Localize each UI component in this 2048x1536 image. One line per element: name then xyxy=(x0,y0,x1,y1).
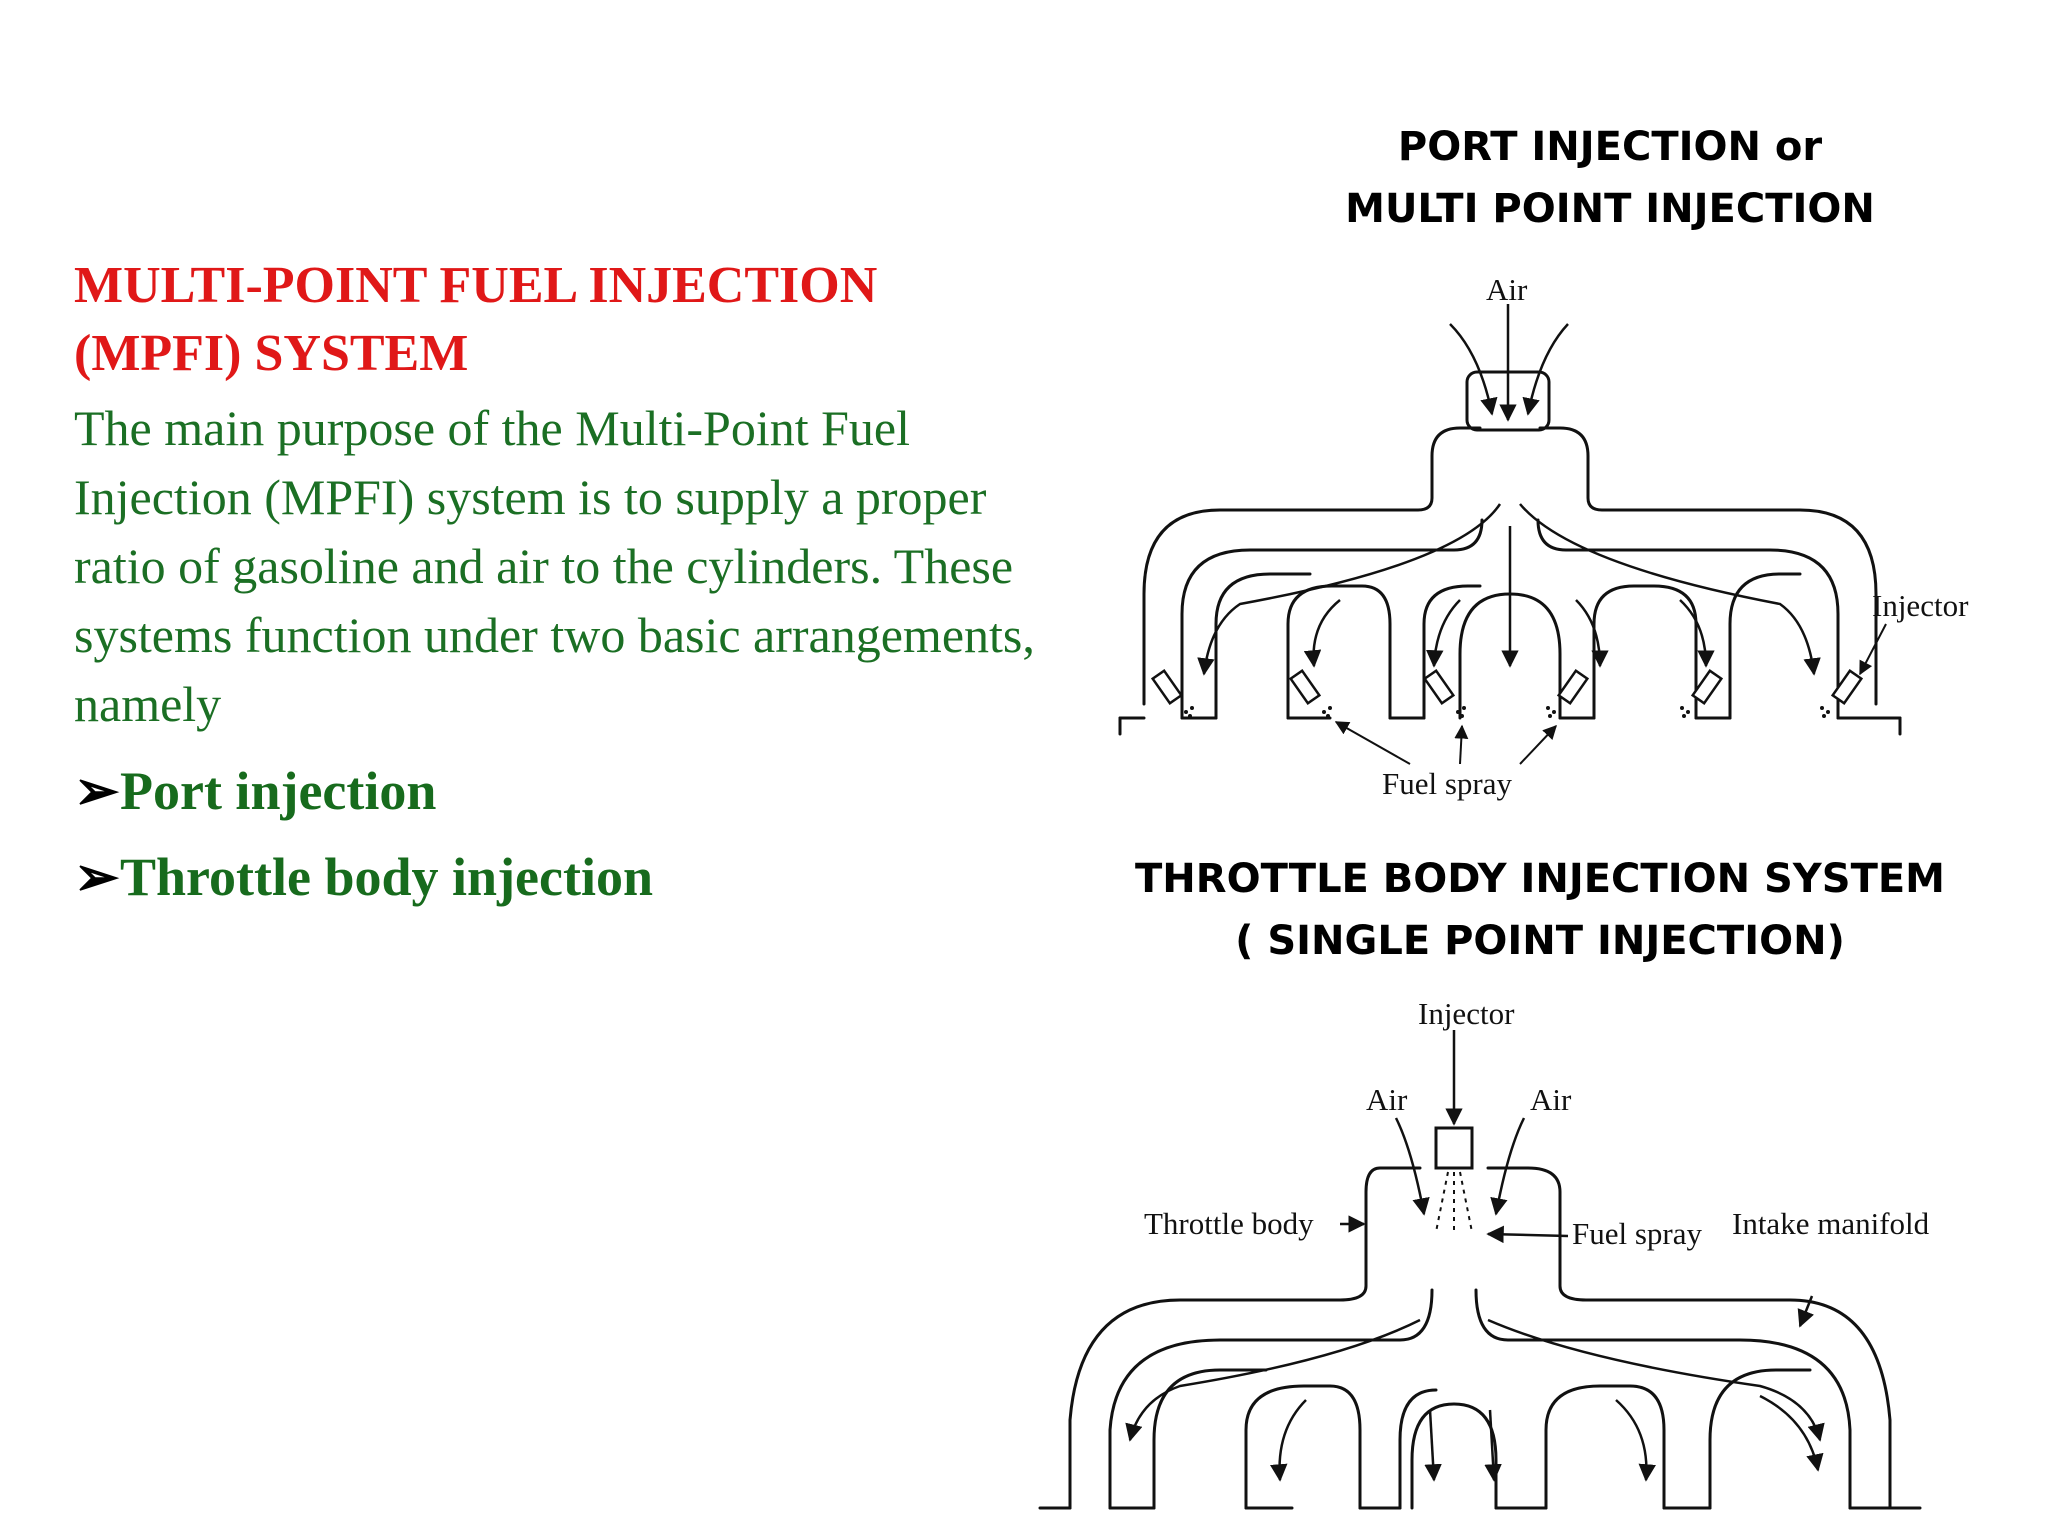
injector-icon xyxy=(1830,668,1864,706)
slide-title: MULTI-POINT FUEL INJECTION (MPFI) SYSTEM xyxy=(74,252,1034,388)
bullet-arrow-icon: ➢ xyxy=(74,847,120,907)
bullet-arrow-icon: ➢ xyxy=(74,761,120,821)
air-label: Air xyxy=(1486,272,1528,307)
title-line-1: MULTI-POINT FUEL INJECTION xyxy=(74,257,878,314)
throttle-body xyxy=(1068,1166,1422,1510)
runner-2 xyxy=(1286,584,1392,720)
runner-1 xyxy=(1152,1368,1268,1510)
injector-icon xyxy=(1556,668,1590,706)
air-right-label: Air xyxy=(1530,1082,1572,1117)
bullet-throttle-body-injection: ➢Throttle body injection xyxy=(74,834,974,920)
injector-icon xyxy=(1150,668,1184,706)
bullet-label: Port injection xyxy=(120,761,437,821)
runner-5 xyxy=(1728,572,1802,720)
title-line-2: (MPFI) SYSTEM xyxy=(74,325,469,382)
port-injection-diagram: Air Injector Fuel spray xyxy=(1118,272,1969,801)
port-injection-heading: PORT INJECTION or MULTI POINT INJECTION xyxy=(1290,116,1930,240)
runner-center xyxy=(1410,1402,1498,1510)
injector-icon xyxy=(1422,668,1456,706)
heading-line-2: ( SINGLE POINT INJECTION) xyxy=(1235,918,1845,964)
bullet-port-injection: ➢Port injection xyxy=(74,748,974,834)
injector-label: Injector xyxy=(1418,1000,1515,1031)
runner-4 xyxy=(1544,1384,1666,1510)
runner-2 xyxy=(1244,1384,1362,1510)
heading-line-1: PORT INJECTION or xyxy=(1397,124,1823,170)
injector-icon xyxy=(1434,1126,1474,1170)
air-left-label: Air xyxy=(1366,1082,1408,1117)
injector-label: Injector xyxy=(1872,588,1969,623)
bullet-list: ➢Port injection ➢Throttle body injection xyxy=(74,748,974,920)
injector-icon xyxy=(1288,668,1322,706)
runner-5 xyxy=(1708,1368,1812,1510)
runner-1 xyxy=(1214,572,1312,720)
intake-manifold-label: Intake manifold xyxy=(1732,1206,1930,1241)
heading-line-1: THROTTLE BODY INJECTION SYSTEM xyxy=(1135,856,1945,902)
fuel-spray-label: Fuel spray xyxy=(1382,766,1513,801)
runner-4 xyxy=(1592,584,1698,720)
fuel-spray-label: Fuel spray xyxy=(1572,1216,1703,1251)
throttle-body-label: Throttle body xyxy=(1144,1206,1314,1241)
runner-3 xyxy=(1398,1388,1438,1510)
tbi-heading: THROTTLE BODY INJECTION SYSTEM ( SINGLE … xyxy=(1120,848,1960,972)
throttle-body-injection-diagram: Injector Air Air Throttle body Fuel spra… xyxy=(1038,1000,1930,1510)
description-paragraph: The main purpose of the Multi-Point Fuel… xyxy=(74,400,1035,732)
plenum xyxy=(1142,426,1482,706)
heading-line-2: MULTI POINT INJECTION xyxy=(1345,186,1875,232)
runner-3 xyxy=(1422,584,1482,720)
injector-icon xyxy=(1690,668,1724,706)
bullet-label: Throttle body injection xyxy=(120,847,654,907)
